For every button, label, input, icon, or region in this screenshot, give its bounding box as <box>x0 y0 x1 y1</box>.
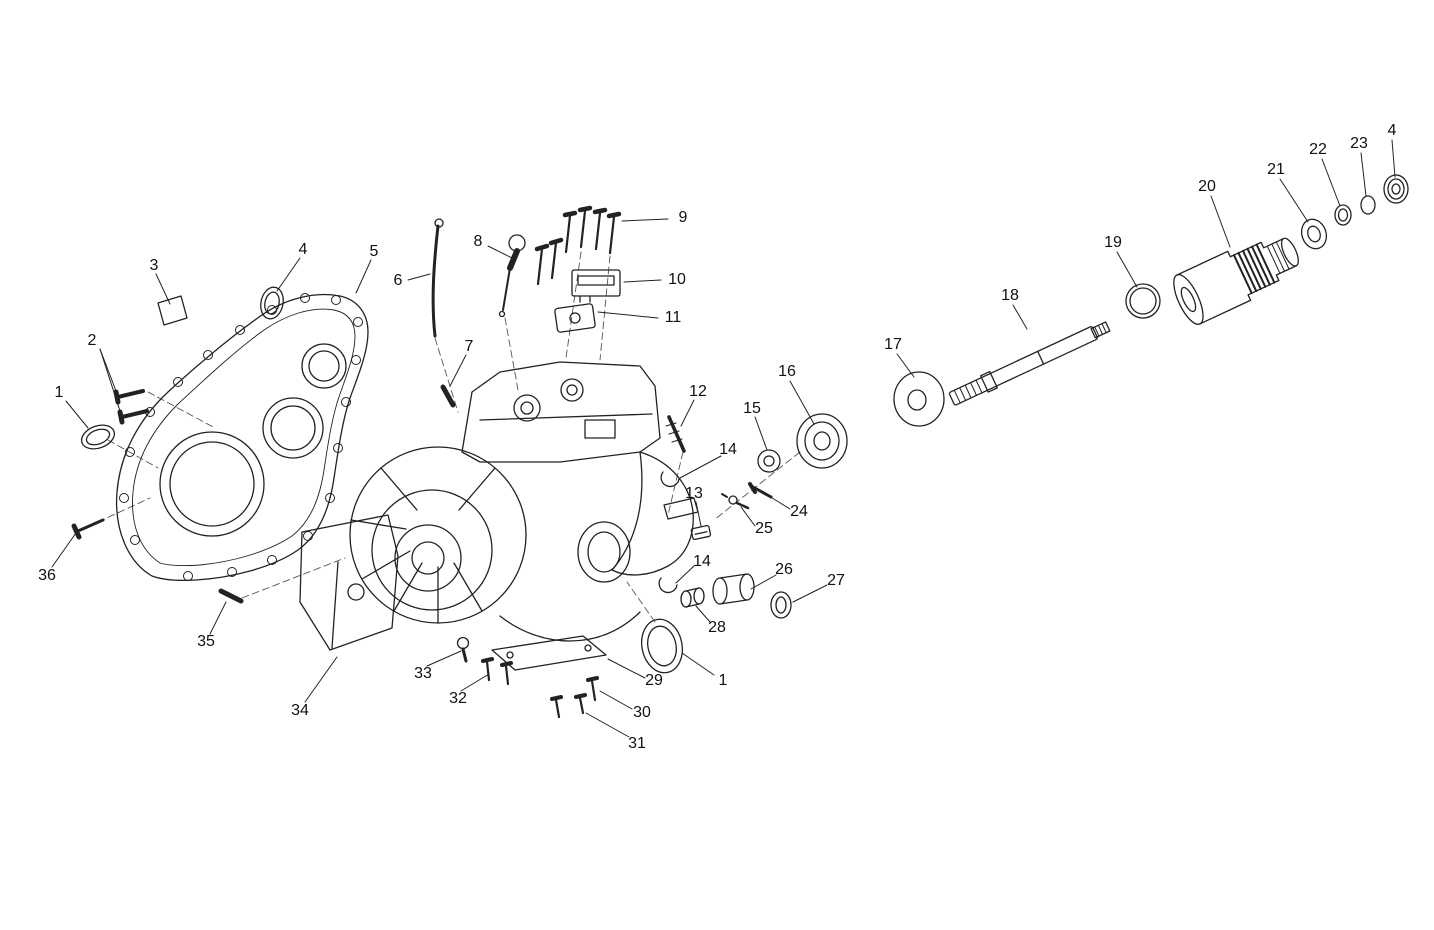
part-stud-12 <box>665 415 686 453</box>
part-bolts-30-31-32 <box>481 657 599 719</box>
part-relay-10 <box>571 269 621 303</box>
part-bushing-28 <box>680 587 705 608</box>
callout-label-35-29: 35 <box>197 633 215 650</box>
part-washer-21 <box>1300 218 1328 250</box>
callout-label-8-1: 8 <box>473 233 483 250</box>
callout-label-4-6: 4 <box>298 241 308 258</box>
part-clip-14-lower <box>658 577 678 594</box>
part-pin-35 <box>218 588 244 604</box>
part-clip-14-upper <box>660 471 680 488</box>
callout-label-19-33: 19 <box>1104 234 1122 251</box>
callout-label-4-38: 4 <box>1387 122 1397 139</box>
callout-label-36-30: 36 <box>38 567 56 584</box>
callout-label-14-14: 14 <box>719 441 737 458</box>
callout-label-33-27: 33 <box>414 665 432 682</box>
part-cover-plate <box>115 293 369 582</box>
leader-lines <box>51 139 1396 738</box>
part-seal-4-left <box>260 286 284 320</box>
part-breather-33 <box>456 636 470 663</box>
part-dipstick <box>431 218 444 338</box>
callout-label-17-31: 17 <box>884 336 902 353</box>
part-bolt-36 <box>71 518 105 540</box>
part-seal-right <box>640 618 684 674</box>
callout-label-20-34: 20 <box>1198 178 1216 195</box>
callout-label-29-23: 29 <box>645 672 663 689</box>
part-plug-13 <box>690 524 712 541</box>
part-gasket-sheet <box>157 295 188 326</box>
callout-label-7-9: 7 <box>464 338 474 355</box>
callout-label-21-35: 21 <box>1267 161 1285 178</box>
part-main-housing <box>299 361 699 651</box>
part-washer-17 <box>893 371 945 427</box>
callout-label-31-25: 31 <box>628 735 646 752</box>
callout-label-30-24: 30 <box>633 704 651 721</box>
callout-label-12-11: 12 <box>689 383 707 400</box>
part-bearing-16 <box>796 413 848 469</box>
part-oring-19 <box>1125 283 1161 319</box>
callout-label-1-22: 1 <box>718 672 728 689</box>
callout-label-14-18: 14 <box>693 553 711 570</box>
callout-label-6-4: 6 <box>393 272 403 289</box>
part-bolts-9 <box>534 205 622 286</box>
part-coupler-20 <box>1173 237 1299 325</box>
callout-label-18-32: 18 <box>1001 287 1019 304</box>
part-seal-left <box>80 424 116 450</box>
callout-label-10-2: 10 <box>668 271 686 288</box>
callout-label-3-5: 3 <box>149 257 159 274</box>
part-studs-2 <box>113 389 149 425</box>
part-fitting-25 <box>721 493 750 510</box>
callout-label-25-17: 25 <box>755 520 773 537</box>
construction-lines <box>97 251 801 623</box>
part-ring-22 <box>1334 204 1352 226</box>
part-bushing-26 <box>712 573 755 605</box>
callout-label-5-7: 5 <box>369 243 379 260</box>
callout-label-9-0: 9 <box>678 209 688 226</box>
part-shaft-18 <box>948 321 1111 406</box>
part-pin-7 <box>440 384 456 408</box>
callout-label-15-13: 15 <box>743 400 761 417</box>
callout-label-11-3: 11 <box>664 309 682 326</box>
callout-label-23-37: 23 <box>1350 135 1368 152</box>
part-ring-23 <box>1360 195 1376 215</box>
callout-label-34-28: 34 <box>291 702 309 719</box>
part-washer-15 <box>757 449 781 473</box>
callout-label-32-26: 32 <box>449 690 467 707</box>
callout-label-28-21: 28 <box>708 619 726 636</box>
callout-label-27-20: 27 <box>827 572 845 589</box>
part-sensor-11 <box>554 303 596 333</box>
callout-label-22-36: 22 <box>1309 141 1327 158</box>
callout-label-1-10: 1 <box>54 384 64 401</box>
part-ring-27 <box>770 591 792 619</box>
callout-label-2-8: 2 <box>87 332 97 349</box>
callout-label-13-15: 13 <box>685 485 703 502</box>
part-bolt-24 <box>748 482 773 499</box>
callout-label-16-12: 16 <box>778 363 796 380</box>
part-seal-4-right <box>1383 174 1409 204</box>
part-sensor-8 <box>498 234 526 318</box>
callout-label-26-19: 26 <box>775 561 793 578</box>
callout-label-24-16: 24 <box>790 503 808 520</box>
